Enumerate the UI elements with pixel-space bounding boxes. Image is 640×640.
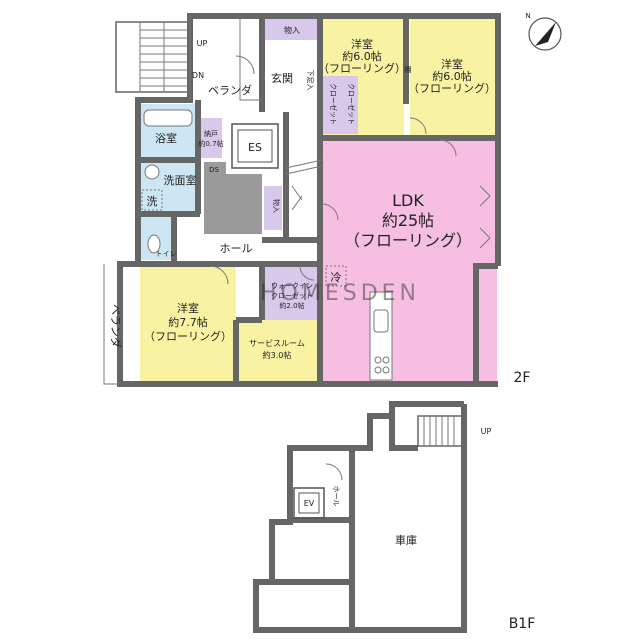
floor-label-b1f: B1F bbox=[509, 616, 536, 632]
stair-b1 bbox=[417, 415, 465, 447]
outer-wall-b1 bbox=[253, 401, 467, 633]
western-room-3-fill bbox=[140, 266, 236, 382]
b1-hall-label: ホール bbox=[332, 486, 340, 507]
western3-name: 洋室 bbox=[177, 301, 199, 315]
inner-wall-bedrooms bbox=[320, 16, 498, 141]
nando-label: 納戸 bbox=[204, 129, 218, 138]
walkin-line1: ウォークイン bbox=[271, 282, 313, 290]
garage-label: 車庫 bbox=[395, 533, 417, 547]
ev-inner bbox=[298, 492, 320, 514]
washer-label: 洗 bbox=[147, 195, 158, 208]
ldk-right-notch bbox=[473, 263, 498, 384]
compass-label: N bbox=[525, 12, 530, 20]
compass-icon bbox=[528, 17, 562, 51]
es-box-fill bbox=[226, 118, 284, 174]
shelf-label: 棚 bbox=[405, 65, 412, 74]
western2-size: 約6.0帖 bbox=[432, 69, 472, 83]
ev-label: EV bbox=[304, 499, 315, 508]
hall-label: ホール bbox=[220, 242, 253, 255]
western1-name: 洋室 bbox=[351, 37, 373, 51]
storage-hall-fill bbox=[264, 186, 282, 230]
service-size: 約3.0帖 bbox=[263, 350, 292, 360]
watermark: HOMESDEN bbox=[260, 281, 420, 306]
western-room-2-fill bbox=[410, 18, 496, 136]
western3-floor: （フローリング） bbox=[144, 329, 232, 343]
fridge-icon bbox=[325, 265, 347, 287]
wash-basin-icon bbox=[144, 164, 160, 180]
toilet-icon bbox=[147, 234, 161, 254]
nando-size: 約0.7帖 bbox=[198, 139, 223, 148]
floor-label-2f: 2F bbox=[514, 370, 531, 386]
ldk-floor: （フローリング） bbox=[344, 231, 472, 250]
es-box bbox=[231, 123, 279, 169]
kitchen-sink-icon bbox=[373, 309, 389, 333]
nando-fill bbox=[200, 118, 222, 158]
stair-2f bbox=[115, 21, 189, 93]
ds-label: DS bbox=[209, 166, 219, 174]
ldk-fill bbox=[322, 140, 497, 382]
walkin-size: 約2.0帖 bbox=[279, 301, 304, 310]
ldk-name: LDK bbox=[392, 191, 424, 210]
walkin-line2: クローゼット bbox=[271, 291, 313, 300]
stove-icon bbox=[374, 356, 390, 374]
storage-top-label: 物入 bbox=[284, 25, 300, 35]
inner-wall-b1 bbox=[272, 416, 418, 630]
stair-b1-treads bbox=[423, 416, 455, 446]
closet-b-fill bbox=[340, 76, 358, 134]
washroom-label: 洗面室 bbox=[164, 173, 197, 187]
entrance-label: 玄関 bbox=[271, 71, 293, 85]
stair-up-top-label: UP bbox=[197, 39, 208, 48]
veranda-top-label: ベランダ bbox=[208, 83, 252, 97]
washer-icon bbox=[141, 189, 163, 211]
closet-b-label: クローゼット bbox=[347, 83, 356, 125]
es-inner bbox=[237, 129, 273, 163]
western2-name: 洋室 bbox=[441, 57, 463, 71]
western1-floor: （フローリング） bbox=[318, 61, 406, 75]
western1-size: 約6.0帖 bbox=[342, 49, 382, 63]
western3-size: 約7.7帖 bbox=[168, 315, 208, 329]
closet-a-label: クローゼット bbox=[329, 83, 338, 125]
service-room-fill bbox=[236, 320, 318, 382]
stair-dn-top-label: DN bbox=[192, 71, 204, 80]
bath-label: 浴室 bbox=[155, 131, 177, 145]
storage-hall-label: 物入 bbox=[272, 199, 281, 213]
storage-top-fill bbox=[264, 18, 320, 40]
inner-wall-entrance bbox=[259, 16, 320, 243]
es-label: ES bbox=[248, 141, 262, 154]
inner-wall-west bbox=[138, 261, 322, 384]
inner-wall-bath bbox=[138, 100, 201, 262]
corridor-lines bbox=[285, 159, 323, 175]
stair-up-b1-label: UP bbox=[481, 427, 492, 436]
bathtub-icon bbox=[143, 109, 193, 127]
toilet-label: トイレ bbox=[156, 250, 177, 258]
western2-floor: （フローリング） bbox=[408, 81, 496, 95]
walkin-closet-fill bbox=[264, 266, 320, 320]
veranda-top-rail bbox=[189, 16, 262, 101]
veranda-left-rail bbox=[103, 264, 120, 385]
doors-2f bbox=[209, 55, 491, 285]
b1-door bbox=[325, 463, 343, 481]
ldk-size: 約25帖 bbox=[382, 211, 434, 230]
stair-2f-treads bbox=[139, 22, 188, 92]
shoe-storage-label: 下足入 bbox=[306, 70, 314, 91]
veranda-left-label: ベランダ bbox=[109, 304, 123, 348]
service-name: サービスルーム bbox=[249, 339, 305, 348]
closet-a-fill bbox=[322, 76, 340, 134]
ev-box bbox=[293, 487, 325, 519]
fridge-label: 冷 bbox=[331, 271, 342, 284]
